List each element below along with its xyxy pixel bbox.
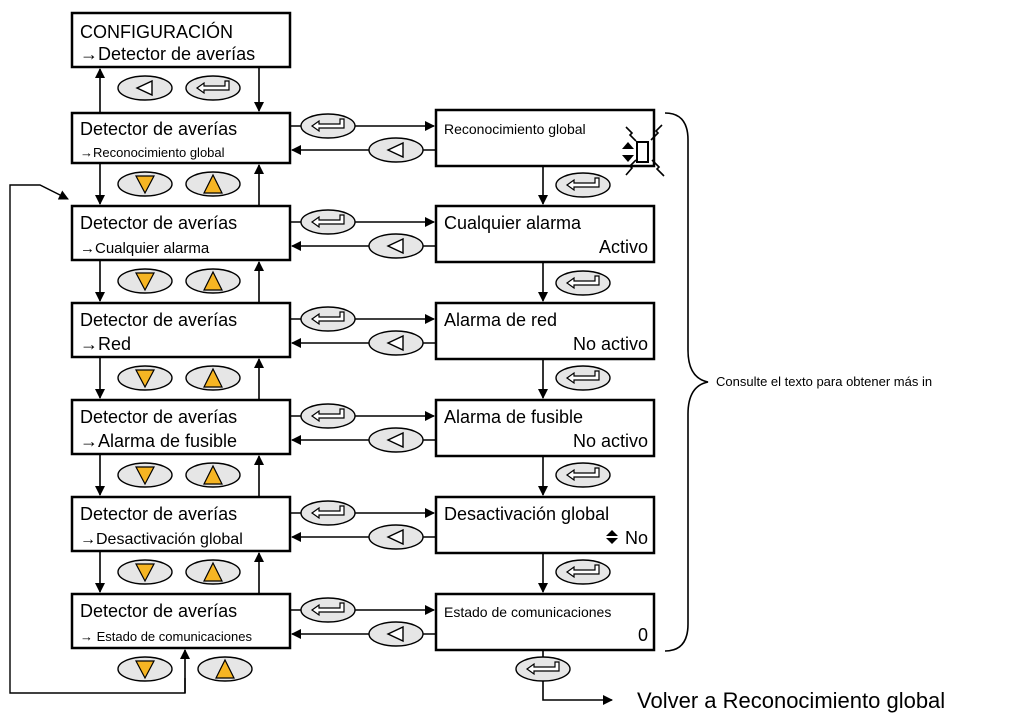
left-menu-title: Detector de averías (80, 504, 237, 524)
up-triangle-icon[interactable] (185, 365, 241, 391)
up-triangle-icon[interactable] (185, 559, 241, 585)
exit-label: Volver a Reconocimiento global (637, 688, 945, 713)
up-triangle-icon[interactable] (197, 656, 253, 682)
up-triangle-icon[interactable] (185, 268, 241, 294)
left-menu-title: Detector de averías (80, 119, 237, 139)
left-menu-item: →Cualquier alarma (80, 240, 210, 257)
top-config-item: →Detector de averías (80, 44, 255, 64)
left-vertical-navigation (9, 67, 264, 694)
left-menu-box: Detector de averías →Alarma de fusible (70, 398, 292, 456)
down-triangle-icon[interactable] (117, 462, 173, 488)
parameter-box: Alarma de fusible No activo (434, 398, 656, 458)
enter-arrow-icon[interactable] (300, 403, 356, 429)
parameter-box: Alarma de red No activo (434, 301, 656, 361)
parameter-name: Estado de comunicaciones (444, 604, 611, 620)
parameter-box: Reconocimiento global (434, 108, 656, 168)
left-triangle-icon[interactable] (117, 75, 173, 101)
left-menu-box: Detector de averías →Cualquier alarma (70, 204, 292, 262)
left-menu-box: Detector de averías →Reconocimiento globa… (70, 111, 292, 165)
enter-arrow-icon[interactable] (300, 500, 356, 526)
down-triangle-icon[interactable] (117, 365, 173, 391)
enter-arrow-icon[interactable] (300, 113, 356, 139)
down-triangle-icon[interactable] (117, 559, 173, 585)
enter-arrow-icon[interactable] (300, 306, 356, 332)
left-menu-box: Detector de averías →Red (70, 301, 292, 359)
left-menu-column: Detector de averías →Reconocimiento globa… (70, 111, 292, 650)
left-menu-box: Detector de averías → Estado de comunicac… (70, 592, 292, 650)
left-triangle-icon[interactable] (368, 233, 424, 259)
left-triangle-icon[interactable] (368, 621, 424, 647)
down-triangle-icon[interactable] (117, 656, 173, 682)
side-note: Consulte el texto para obtener más in (716, 374, 932, 389)
left-menu-title: Detector de averías (80, 213, 237, 233)
up-triangle-icon[interactable] (185, 171, 241, 197)
parameter-box: Estado de comunicaciones 0 (434, 592, 656, 652)
horizontal-navigation (290, 121, 436, 639)
parameter-value: No activo (573, 431, 648, 451)
right-vertical-navigation (538, 166, 613, 705)
right-brace (664, 112, 709, 652)
left-triangle-icon[interactable] (368, 137, 424, 163)
parameter-name: Cualquier alarma (444, 213, 582, 233)
left-menu-title: Detector de averías (80, 407, 237, 427)
left-menu-title: Detector de averías (80, 601, 237, 621)
parameter-value: No activo (573, 334, 648, 354)
parameter-name: Reconocimiento global (444, 121, 586, 137)
enter-arrow-icon[interactable] (185, 75, 241, 101)
left-triangle-icon[interactable] (368, 524, 424, 550)
enter-arrow-icon[interactable] (555, 462, 611, 488)
flashing-cursor-icon (622, 124, 665, 177)
top-config-title: CONFIGURACIÓN (80, 21, 233, 42)
enter-arrow-icon[interactable] (555, 365, 611, 391)
enter-arrow-icon[interactable] (555, 172, 611, 198)
left-menu-item: →Red (80, 334, 131, 354)
parameter-value: 0 (638, 625, 648, 645)
parameter-name: Desactivación global (444, 504, 609, 524)
left-triangle-icon[interactable] (368, 330, 424, 356)
parameter-name: Alarma de red (444, 310, 557, 330)
left-triangle-icon[interactable] (368, 427, 424, 453)
down-triangle-icon[interactable] (117, 268, 173, 294)
top-config-box: CONFIGURACIÓN →Detector de averías (70, 11, 292, 69)
left-menu-item: → Estado de comunicaciones (80, 629, 252, 644)
left-menu-item: →Alarma de fusible (80, 431, 237, 451)
enter-arrow-icon[interactable] (300, 209, 356, 235)
enter-arrow-icon[interactable] (300, 597, 356, 623)
up-triangle-icon[interactable] (185, 462, 241, 488)
right-parameter-column: Reconocimiento global Cualquier alarmaAc… (434, 108, 656, 652)
left-menu-item: →Reconocimiento global (80, 145, 225, 160)
up-down-arrows-icon (606, 530, 618, 544)
left-menu-box: Detector de averías →Desactivación global (70, 495, 292, 553)
parameter-name: Alarma de fusible (444, 407, 583, 427)
parameter-value: No (625, 528, 648, 548)
enter-arrow-icon[interactable] (555, 559, 611, 585)
enter-arrow-icon[interactable] (515, 656, 571, 682)
down-triangle-icon[interactable] (117, 171, 173, 197)
left-menu-title: Detector de averías (80, 310, 237, 330)
left-menu-item: →Desactivación global (80, 531, 243, 548)
enter-arrow-icon[interactable] (555, 270, 611, 296)
parameter-value: Activo (599, 237, 648, 257)
